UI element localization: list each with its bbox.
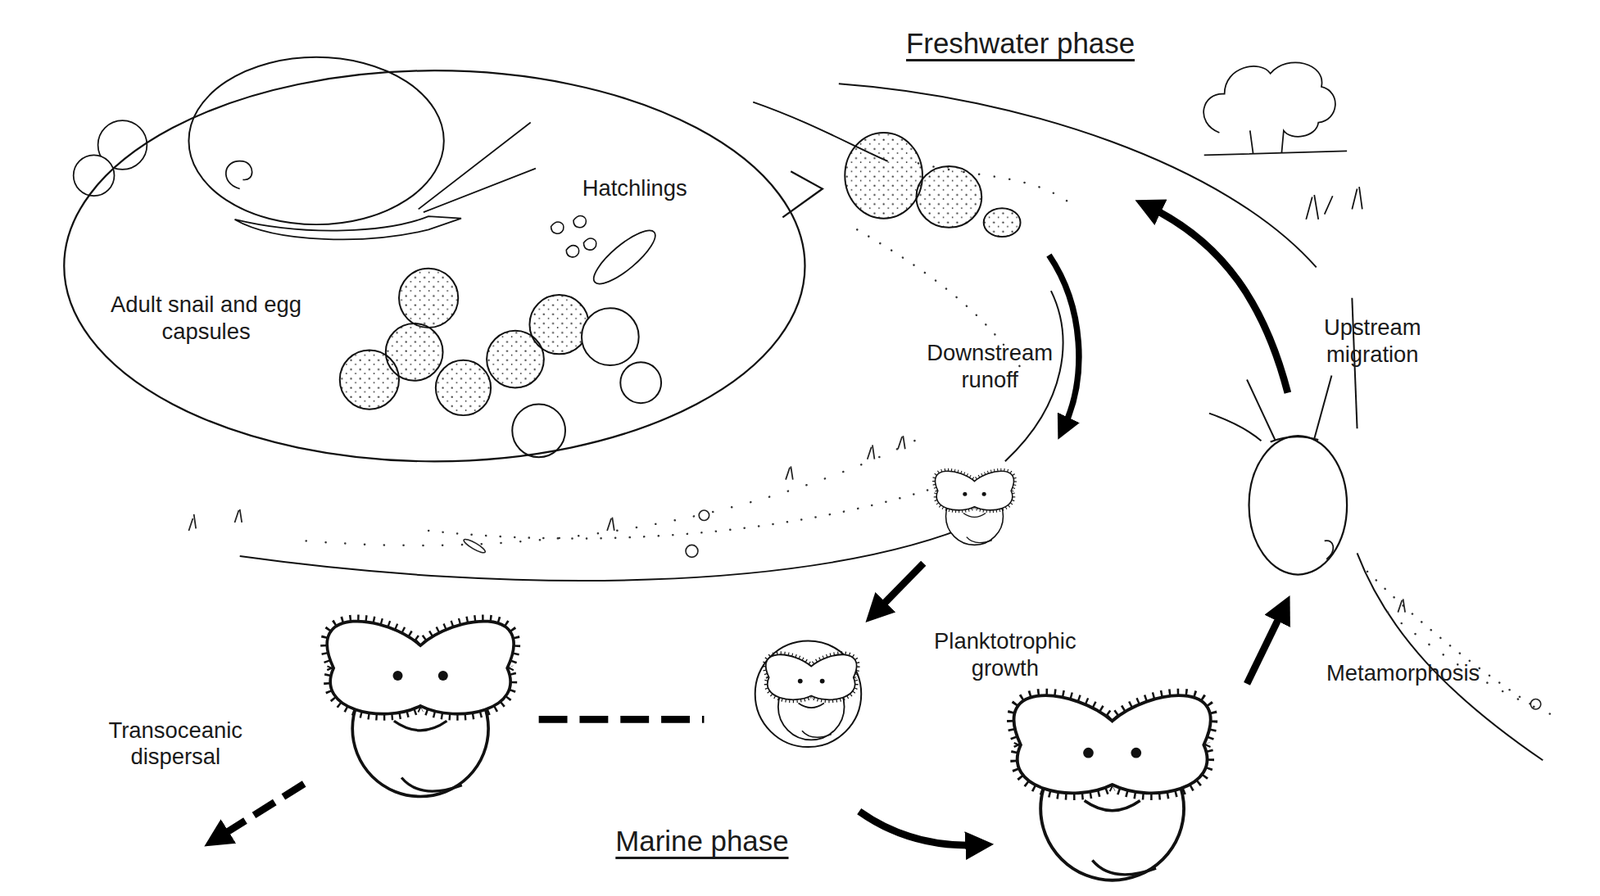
egg-capsule	[529, 294, 589, 354]
pebble	[698, 510, 709, 521]
cycle-arrow	[875, 563, 925, 613]
rock	[915, 166, 982, 228]
snail-shell	[188, 57, 444, 225]
leaf	[586, 222, 662, 292]
egg-capsule	[620, 362, 662, 404]
callout-outline	[63, 69, 807, 463]
callout-label: Hatchlings	[552, 175, 717, 203]
veliger-larva	[326, 621, 514, 798]
river-bank	[1209, 413, 1262, 442]
larval-shell	[755, 640, 862, 748]
phase-heading: Freshwater phase	[856, 26, 1184, 61]
sediment-stipple	[306, 439, 919, 546]
stage-label: Planktotrophic growth	[908, 628, 1103, 683]
dispersal-arrow	[216, 784, 304, 839]
adult-snail	[1249, 435, 1348, 575]
sediment-stipple	[428, 480, 960, 540]
cycle-arrow	[1147, 206, 1288, 394]
dispersal-dash	[539, 716, 705, 724]
callout-ellipse	[63, 70, 805, 462]
river-bank	[838, 83, 1317, 268]
shell-spiral	[226, 161, 253, 190]
river-bank	[240, 522, 979, 581]
veliger-larva	[934, 471, 1014, 545]
cycle-arrow	[859, 811, 980, 846]
egg-capsule	[398, 268, 458, 328]
stage-label: Metamorphosis	[1300, 660, 1505, 688]
twig	[462, 537, 487, 555]
rock	[983, 208, 1021, 237]
cycle-arrow	[1048, 255, 1079, 430]
stage-label: Downstream runoff	[902, 339, 1077, 395]
hatchling	[551, 216, 597, 258]
shell-spiral	[1324, 540, 1334, 560]
pebble	[685, 544, 699, 558]
callout-bubble: HatchlingsAdult snail and egg capsules	[63, 69, 807, 463]
callout-caption: Adult snail and egg capsules	[108, 291, 304, 346]
stage-label: Transoceanic dispersal	[83, 717, 268, 772]
callout-tail	[782, 171, 823, 218]
plant-tufts	[188, 435, 1406, 613]
veliger-larva	[1014, 695, 1211, 881]
snail-tentacles	[418, 122, 536, 214]
rock	[844, 132, 923, 219]
veliger-larva	[766, 654, 857, 740]
egg-capsule	[435, 360, 491, 416]
stage-label: Upstream migration	[1296, 314, 1450, 369]
snail-foot	[234, 216, 462, 240]
river-bank	[1357, 552, 1544, 761]
egg-capsule	[385, 323, 444, 381]
shrub	[1305, 186, 1363, 220]
cycle-arrow	[1246, 608, 1284, 685]
tree	[1203, 62, 1347, 155]
pebble	[1530, 699, 1541, 710]
phase-heading: Marine phase	[569, 824, 835, 859]
egg-capsule	[581, 308, 640, 366]
